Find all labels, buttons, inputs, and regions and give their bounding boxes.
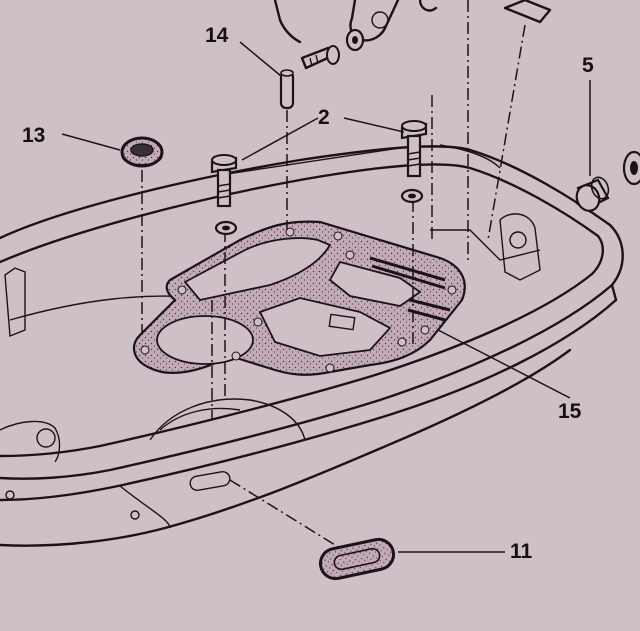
bolt [300,45,340,70]
callout-14: 14 [205,24,229,47]
callout-2: 2 [318,106,330,129]
upper-linkage [273,0,552,70]
callout-5: 5 [582,54,594,77]
rubber-seal [318,537,396,581]
bushing [575,150,640,212]
callout-11: 11 [510,540,533,563]
washer [345,28,365,52]
bolt [210,120,428,208]
dowel-pin [279,69,295,110]
bottom-cowling [0,144,624,547]
callout-13: 13 [22,124,45,147]
washer [214,188,424,236]
callout-15: 15 [558,400,582,423]
leader-lines [61,41,591,553]
grommet [120,136,164,168]
gasket [132,220,466,376]
